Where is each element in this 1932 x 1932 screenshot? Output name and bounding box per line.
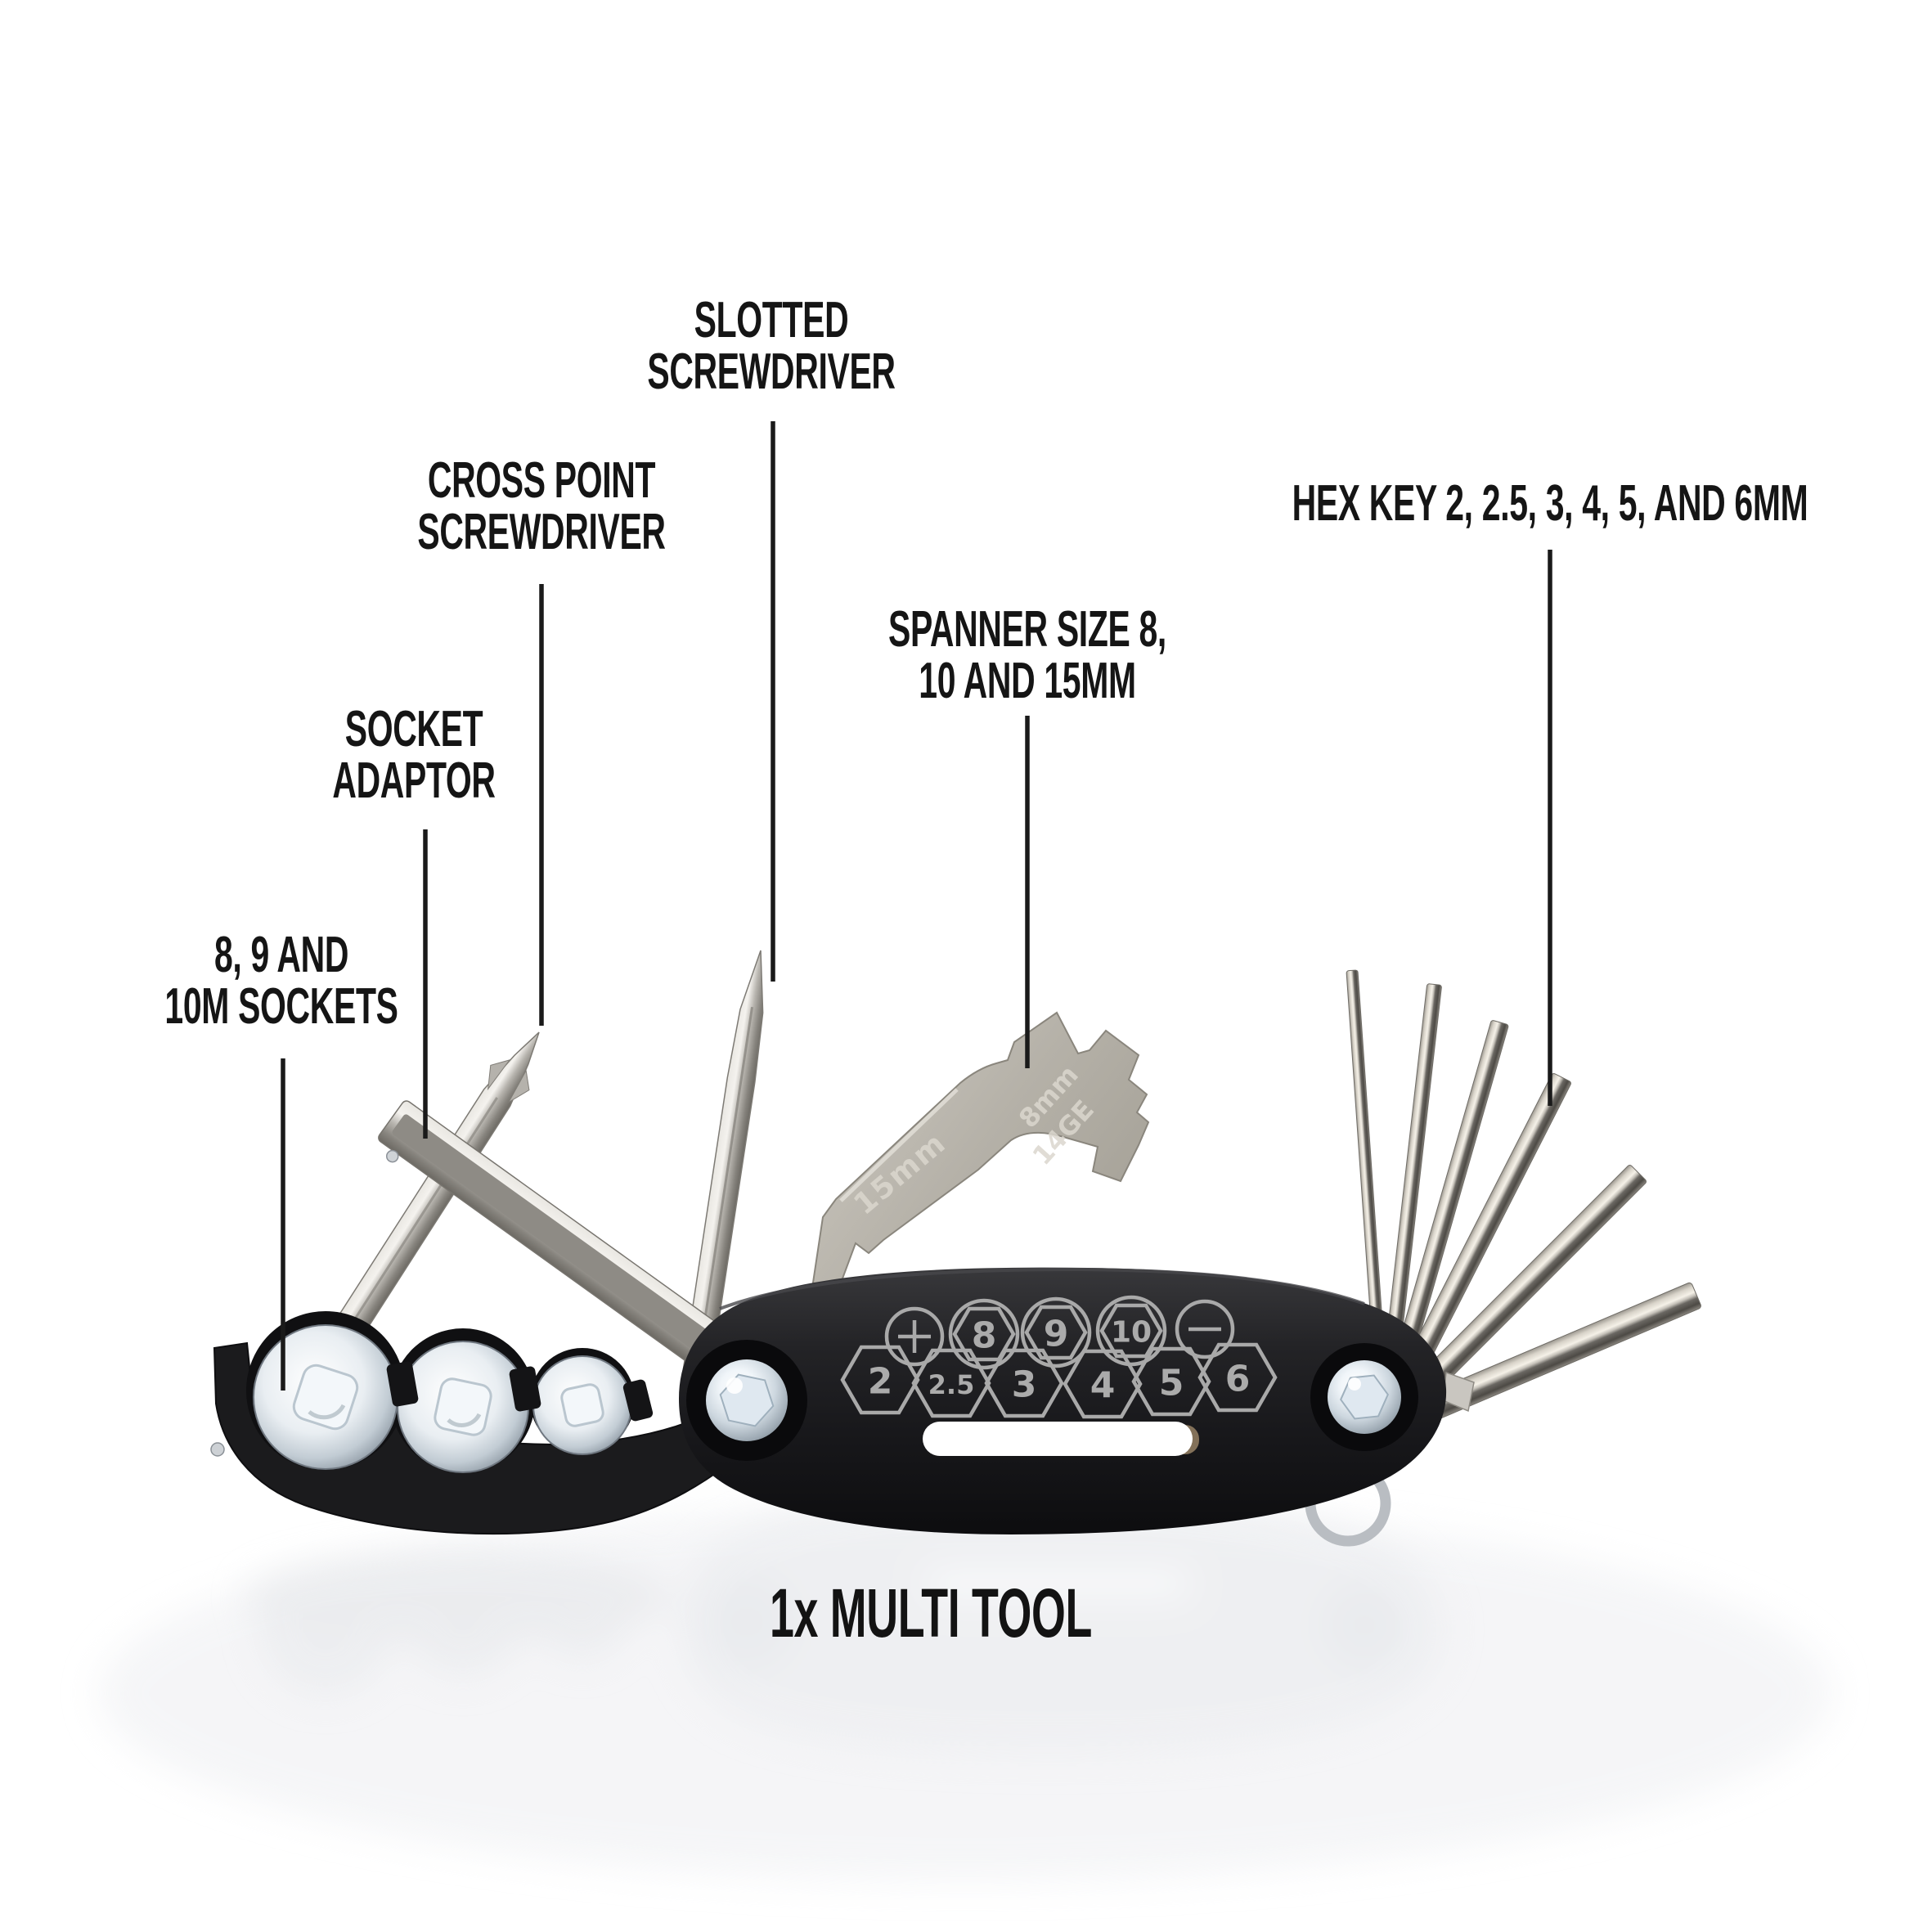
callout-cross-point-screwdriver: CROSS POINT SCREWDRIVER <box>417 452 666 560</box>
callout-socket-adaptor: SOCKET ADAPTOR <box>332 701 496 809</box>
callout-line: SOCKET <box>344 701 483 757</box>
phillips-marking-icon <box>884 1306 945 1367</box>
size-hex-2-5: 2.5 <box>911 1348 991 1418</box>
handle-engravings: 8 9 10 2 2.5 <box>840 1295 1278 1419</box>
svg-text:8: 8 <box>972 1315 997 1357</box>
caption-multi-tool: 1x MULTI TOOL <box>769 1575 1093 1651</box>
pivot-bolt-right <box>1310 1343 1418 1451</box>
callout-sockets: 8, 9 AND 10M SOCKETS <box>164 929 398 1032</box>
svg-text:5: 5 <box>1159 1363 1184 1404</box>
size-hex-5: 5 <box>1131 1346 1211 1417</box>
reflection <box>245 1488 1447 1755</box>
svg-text:10: 10 <box>1111 1316 1152 1350</box>
svg-text:2: 2 <box>868 1361 893 1403</box>
callout-line: SPANNER SIZE 8, <box>888 601 1166 658</box>
svg-text:6: 6 <box>1225 1359 1251 1400</box>
pivot-bolt-left <box>686 1340 807 1461</box>
spanner-tool: 15mm 8mm 14GE <box>811 1011 1150 1302</box>
callout-spanner: SPANNER SIZE 8, 10 AND 15MM <box>888 604 1166 707</box>
socket-9mm <box>397 1341 529 1473</box>
size-hex-2: 2 <box>840 1345 920 1415</box>
socket-adaptor-tool <box>378 1100 789 1415</box>
svg-text:2.5: 2.5 <box>928 1369 975 1400</box>
socket-strap <box>210 1311 753 1535</box>
callout-line: 10 AND 15MM <box>919 653 1136 709</box>
svg-text:9: 9 <box>1044 1314 1069 1355</box>
callout-line: SCREWDRIVER <box>647 344 896 400</box>
handle-slot <box>923 1422 1193 1456</box>
callout-line: HEX KEY 2, 2.5, 3, 4, 5, AND 6MM <box>1292 475 1808 532</box>
socket-8mm <box>532 1355 632 1455</box>
socket-10mm <box>253 1324 398 1470</box>
handle-body: 8 9 10 2 2.5 <box>679 1267 1447 1534</box>
size-hex-6: 6 <box>1197 1342 1278 1413</box>
strap-divider <box>509 1366 541 1412</box>
callout-line: 8, 9 AND <box>213 927 349 983</box>
callout-line: SLOTTED <box>694 292 849 348</box>
callout-hex-keys: HEX KEY 2, 2.5, 3, 4, 5, AND 6MM <box>1292 478 1808 529</box>
size-hex-3: 3 <box>984 1348 1064 1418</box>
callout-slotted-screwdriver: SLOTTED SCREWDRIVER <box>647 292 896 400</box>
strap-divider <box>386 1361 419 1407</box>
callout-line: ADAPTOR <box>332 753 496 809</box>
callout-line: CROSS POINT <box>427 452 656 509</box>
size-hex-4: 4 <box>1063 1349 1143 1419</box>
svg-text:4: 4 <box>1090 1365 1116 1407</box>
svg-text:3: 3 <box>1012 1364 1037 1406</box>
hex-key-fan <box>1346 969 1701 1421</box>
hex-10-marking: 10 <box>1095 1295 1167 1367</box>
flathead-marking-icon <box>1175 1299 1235 1359</box>
callout-line: 10M SOCKETS <box>164 978 398 1035</box>
strap-divider <box>622 1379 654 1422</box>
callout-line: SCREWDRIVER <box>417 504 666 560</box>
hex-9-marking: 9 <box>1020 1296 1092 1368</box>
